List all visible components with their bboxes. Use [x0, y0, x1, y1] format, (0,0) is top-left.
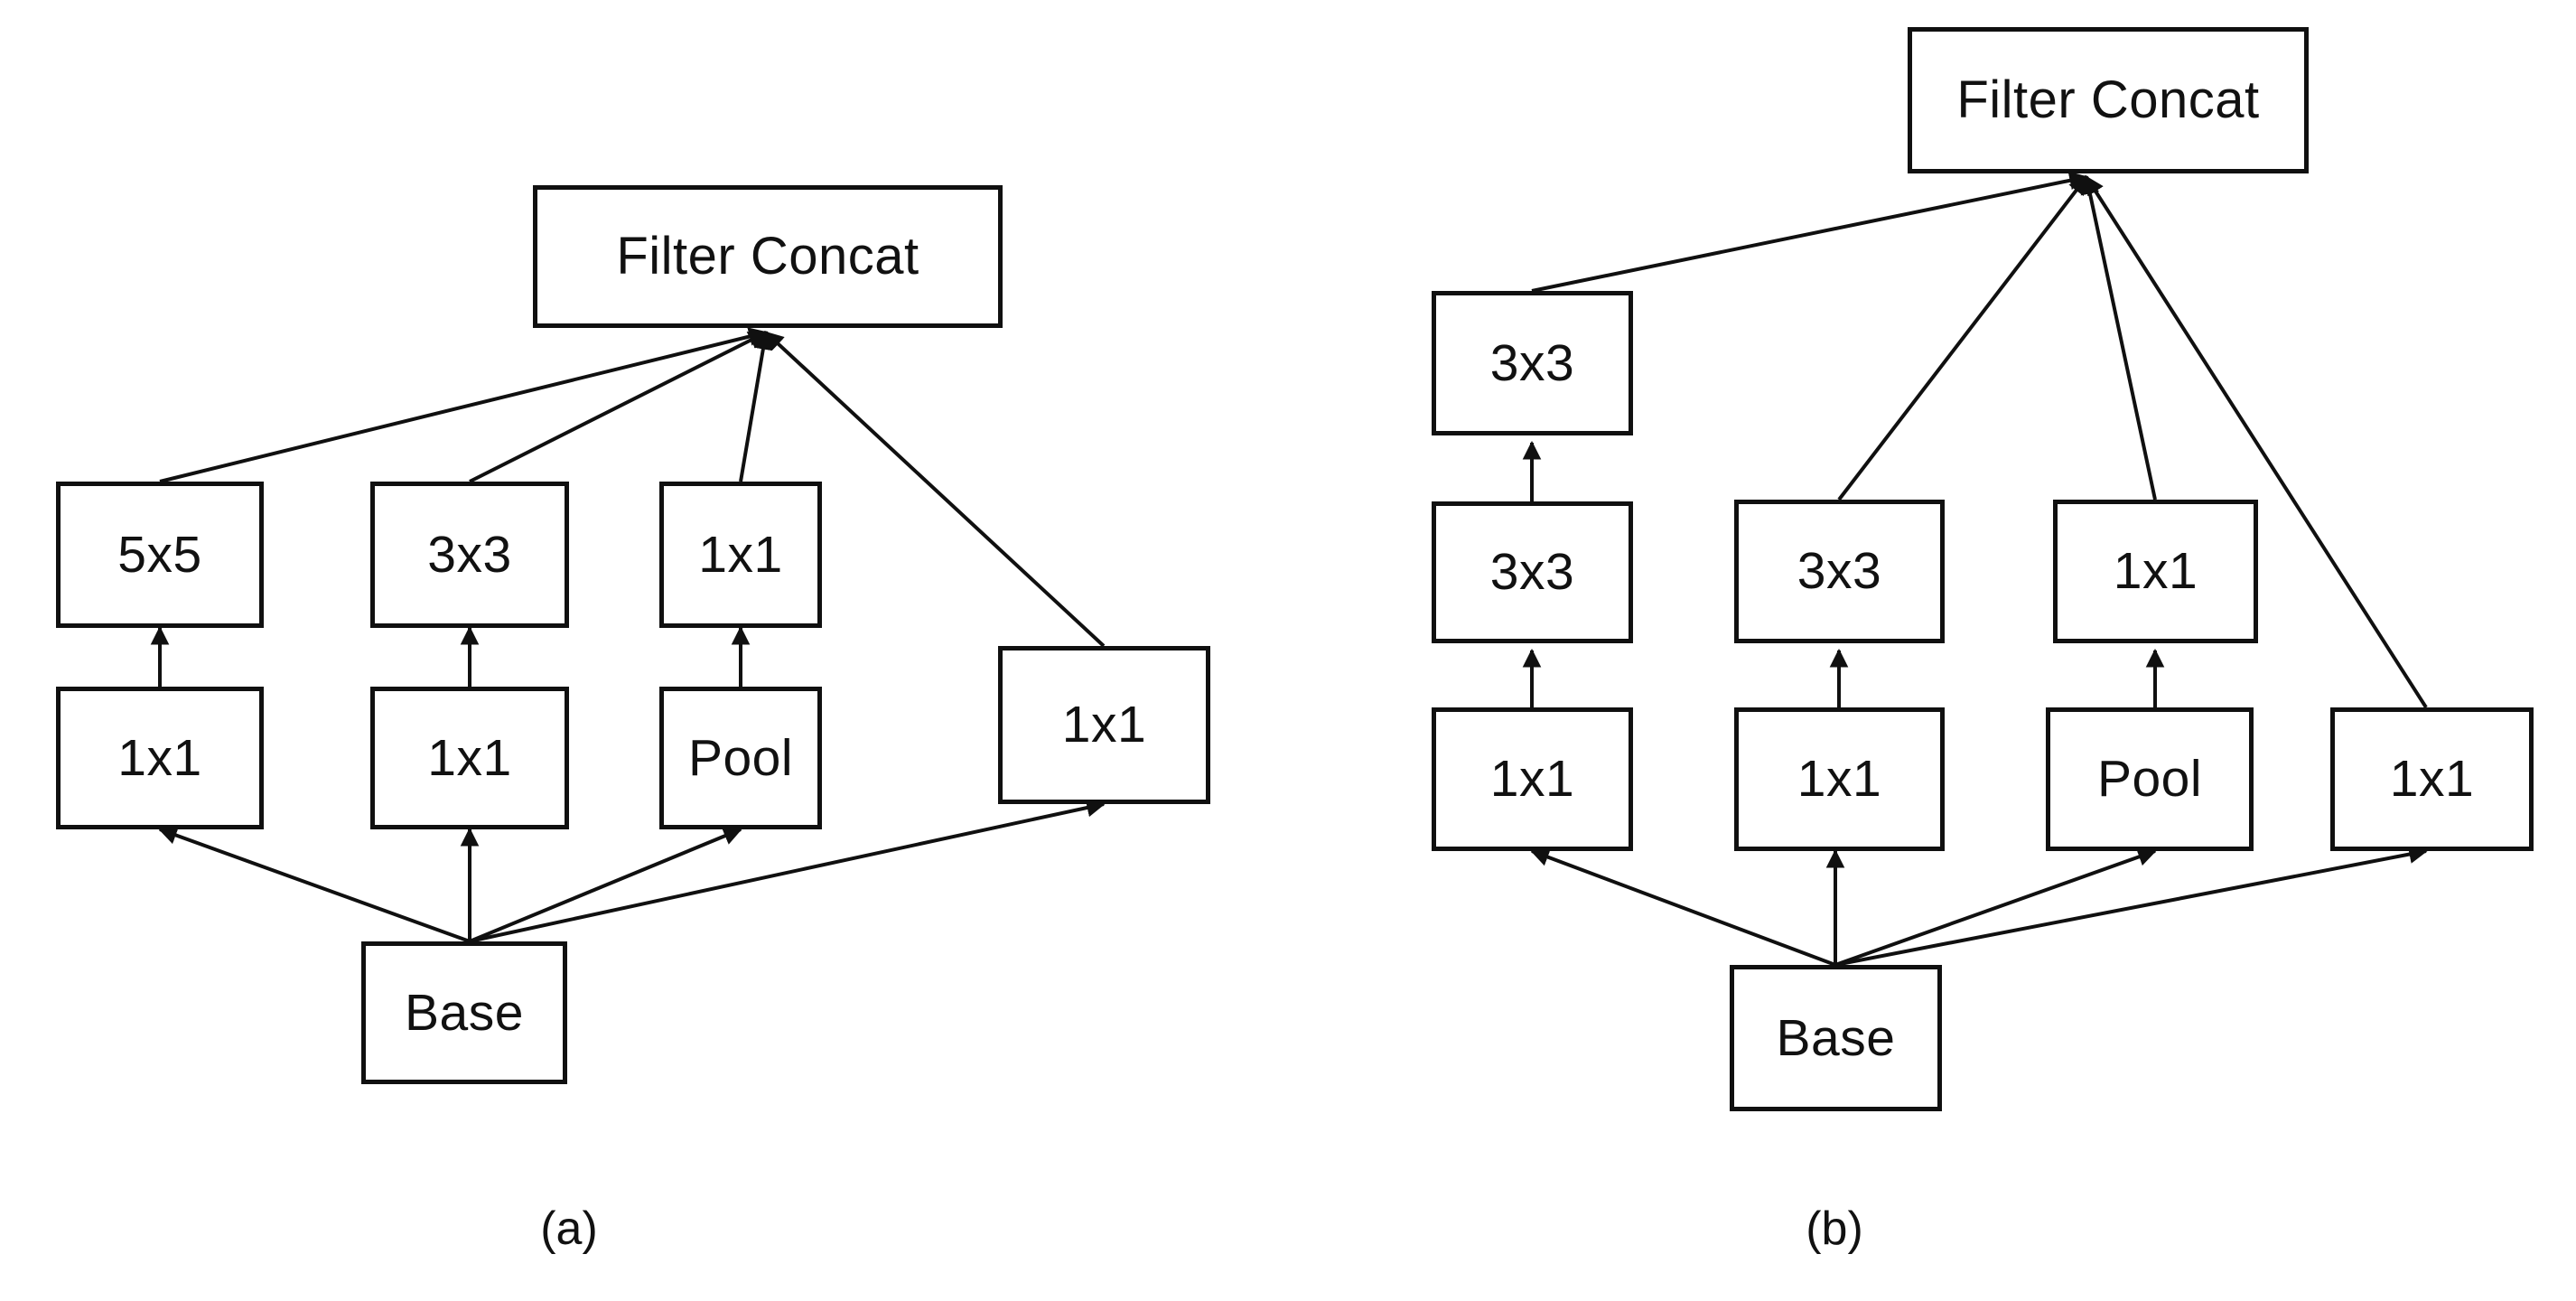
node-1x1-pool-branch[interactable]: 1x1 — [2053, 500, 2258, 643]
edge-base-to-pool — [1834, 847, 2157, 967]
edge-base-to-pool — [469, 827, 742, 943]
edge-base-to-1x1a — [158, 826, 471, 943]
node-filter-concat[interactable]: Filter Concat — [533, 185, 1003, 328]
edge-1x1-to-concat — [2080, 174, 2157, 501]
node-label: Filter Concat — [616, 227, 919, 285]
node-3x3[interactable]: 3x3 — [370, 482, 569, 628]
node-pool[interactable]: Pool — [2046, 707, 2254, 851]
node-filter-concat[interactable]: Filter Concat — [1908, 27, 2309, 173]
node-label: 3x3 — [1797, 542, 1882, 600]
node-3x3-top[interactable]: 3x3 — [1432, 291, 1633, 435]
node-label: Filter Concat — [1956, 70, 2260, 129]
node-label: 3x3 — [1489, 543, 1575, 601]
node-label: 1x1 — [117, 728, 202, 787]
node-1x1-reduce-3x3b[interactable]: 1x1 — [1734, 707, 1945, 851]
edge-1x1-to-concat — [739, 330, 773, 482]
node-5x5[interactable]: 5x5 — [56, 482, 264, 628]
panel-b: Filter Concat 3x3 3x3 3x3 1x1 1x1 1x1 Po… — [1288, 0, 2576, 1301]
node-label: Base — [1776, 1008, 1896, 1067]
node-label: 1x1 — [427, 728, 512, 787]
node-1x1-reduce-5x5[interactable]: 1x1 — [56, 687, 264, 829]
node-label: 3x3 — [427, 525, 512, 584]
node-1x1-pool-branch[interactable]: 1x1 — [659, 482, 822, 628]
panel-a: Filter Concat 5x5 3x3 1x1 1x1 1x1 1x1 Po… — [56, 185, 1210, 1255]
node-base[interactable]: Base — [361, 941, 567, 1084]
panel-a-caption: (a) — [540, 1203, 598, 1255]
node-3x3-mid[interactable]: 3x3 — [1432, 501, 1633, 643]
node-1x1-reduce-3x3[interactable]: 1x1 — [1432, 707, 1633, 851]
node-label: 5x5 — [117, 525, 202, 584]
node-label: 3x3 — [1489, 333, 1575, 392]
edge-3x3b-to-concat — [1837, 175, 2088, 501]
panel-b-caption: (b) — [1806, 1203, 1863, 1255]
node-label: Pool — [2096, 750, 2203, 808]
node-label: 1x1 — [1797, 750, 1882, 808]
node-base[interactable]: Base — [1730, 965, 1942, 1111]
node-1x1-direct[interactable]: 1x1 — [2330, 707, 2534, 851]
node-pool[interactable]: Pool — [659, 687, 822, 829]
edge-base-to-1x1right — [1834, 845, 2429, 967]
node-label: Pool — [687, 728, 794, 787]
edge-3x3-to-concat — [469, 331, 768, 483]
node-1x1-reduce-3x3[interactable]: 1x1 — [370, 687, 569, 829]
edge-3x3-to-concat — [1531, 171, 2089, 293]
edge-base-to-1x1a — [1530, 847, 1836, 967]
node-label: 1x1 — [2389, 750, 2475, 808]
node-label: 1x1 — [1061, 696, 1147, 753]
edge-5x5-to-concat — [159, 327, 769, 483]
node-label: 1x1 — [1489, 750, 1575, 808]
node-1x1-direct[interactable]: 1x1 — [998, 646, 1210, 804]
node-label: 1x1 — [698, 525, 783, 584]
node-label: 1x1 — [2113, 542, 2198, 600]
node-3x3-second-branch[interactable]: 3x3 — [1734, 500, 1945, 643]
node-label: Base — [405, 983, 524, 1042]
